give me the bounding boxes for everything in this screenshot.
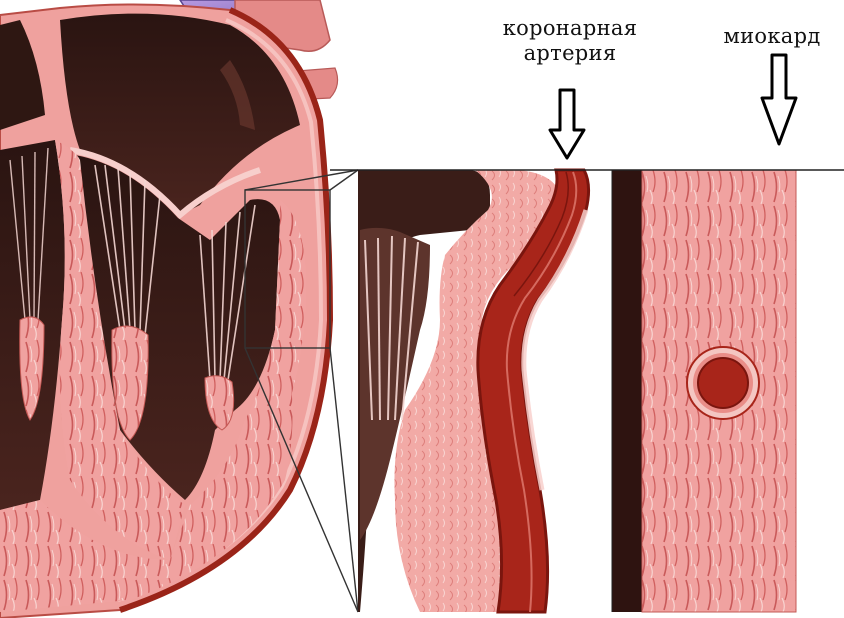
coronary-artery-arrow — [550, 90, 584, 158]
artery-cross-section-lumen — [698, 358, 748, 408]
artery-zoom-panel — [358, 170, 610, 612]
coronary-artery-label: коронарная артерия — [480, 16, 660, 66]
myocardium-arrow — [762, 55, 796, 144]
coronary-artery-label-line2: артерия — [480, 41, 660, 66]
myocardium-label: миокард — [712, 24, 832, 49]
coronary-artery-label-line1: коронарная — [480, 16, 660, 41]
heart-cutaway — [0, 0, 338, 618]
myocardium-zoom-panel — [612, 170, 796, 612]
